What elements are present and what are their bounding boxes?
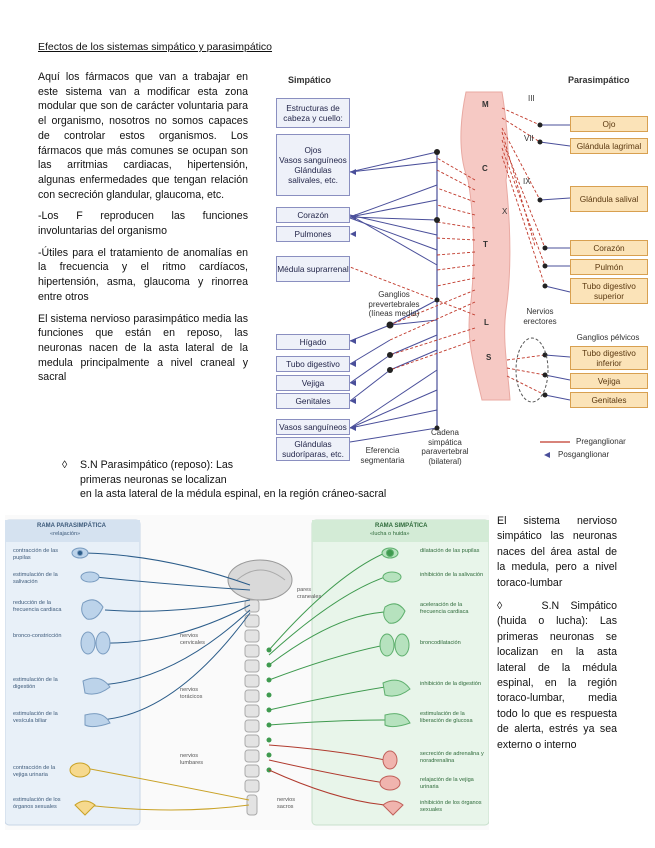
right-label-8: inhibición de los órganos sexuales: [420, 800, 482, 813]
right-label-3: broncodilatación: [420, 640, 461, 646]
right-paragraph-1: El sistema nervioso simpático las neuron…: [497, 515, 617, 589]
point-2: -Útiles para el tratamiento de anomalías…: [38, 246, 248, 303]
legend-postganglionic: Posganglionar: [558, 450, 610, 459]
right-bullet-diamond: ◊: [497, 600, 503, 613]
header-sympathetic: Simpático: [288, 75, 332, 85]
right-text-column: El sistema nervioso simpático las neuron…: [497, 514, 617, 753]
right-bullet-body: (huida o lucha): Las primeras neuronas s…: [497, 615, 617, 751]
right-bullet-head: S.N Simpático: [541, 600, 617, 613]
symp-box-genitals: Genitales: [276, 393, 350, 409]
symp-box-adrenal: Médula suprarrenal: [276, 256, 350, 282]
cord-letter-s: S: [486, 353, 492, 362]
label-prevertebral-ganglia: Ganglios prevertebrales (líneas media): [368, 290, 420, 318]
left-label-1: estimulación de la salivación: [13, 572, 58, 585]
right-label-0: dilatación de las pupilas: [420, 548, 480, 554]
panel-right-sub: «lucha o huida»: [370, 531, 410, 537]
para-box-lower-digestive: Tubo digestivo inferior: [570, 346, 648, 370]
panel-right-title: RAMA SIMPÁTICA: [375, 523, 428, 529]
panel-left-sub: «relajación»: [50, 531, 81, 537]
cord-letter-m: M: [482, 100, 489, 109]
symp-box-liver: Hígado: [276, 334, 350, 350]
right-paragraph-2: ◊ S.N Simpático (huida o lucha): Las pri…: [497, 599, 617, 753]
body-diagram-art: [5, 519, 489, 826]
bullet-parasympathetic-line2: en la asta lateral de la médula espinal,…: [80, 488, 387, 500]
center-label-lumbar: nervios lumbares: [180, 753, 204, 766]
para-box-eye: Ojo: [570, 116, 648, 132]
para-box-bladder: Vejiga: [570, 373, 648, 389]
point-1: -Los F reproducen las funciones involunt…: [38, 210, 248, 238]
header-parasympathetic: Parasimpático: [568, 75, 630, 85]
label-segmental-efferent: Eferencia segmentaria: [360, 446, 405, 465]
right-label-2: aceleración de la frecuencia cardiaca: [420, 602, 469, 615]
nerve-vii: VII: [524, 134, 534, 143]
para-box-upper-digestive: Tubo digestivo superior: [570, 278, 648, 304]
para-box-heart: Corazón: [570, 240, 648, 256]
center-label-sacral: nervios sacros: [277, 797, 296, 810]
left-label-3: bronco-constricción: [13, 633, 62, 639]
label-nervi-erigentes: Nervios erectores: [523, 307, 557, 326]
symp-box-sweat-glands: Glándulas sudoríparas, etc.: [276, 437, 350, 461]
parasympathetic-paragraph: El sistema nervioso parasimpático media …: [38, 312, 248, 384]
right-label-1: inhibición de la salivación: [420, 572, 484, 578]
autonomic-diagram-lines: [349, 91, 571, 458]
label-pelvic-ganglia: Ganglios pélvicos: [576, 333, 640, 342]
left-label-0: contracción de las pupilas: [13, 548, 59, 561]
body-diagram: RAMA PARASIMPÁTICA «relajación» RAMA SIM…: [5, 515, 489, 830]
right-label-5: estimulación de la liberación de glucosa: [420, 711, 473, 724]
para-box-genitals: Genitales: [570, 392, 648, 408]
center-label-cervical: nervios cervicales: [180, 633, 205, 646]
bullet-parasympathetic-line1: S.N Parasimpático (reposo): Las primeras…: [80, 459, 234, 486]
center-label-cranial: pares craneales: [297, 587, 322, 600]
nerve-iii: III: [528, 94, 535, 103]
right-label-4: inhibición de la digestión: [420, 681, 481, 687]
legend-preganglionic: Preganglionar: [576, 437, 626, 446]
para-box-lacrimal: Glándula lagrimal: [570, 138, 648, 154]
left-text-column: Aquí los fármacos que van a trabajar en …: [38, 70, 248, 392]
page-title: Efectos de los sistemas simpático y para…: [38, 41, 273, 53]
symp-box-head-neck: Estructuras de cabeza y cuello:: [276, 98, 350, 128]
symp-box-eyes-vessels: Ojos Vasos sanguíneos Glándulas salivale…: [276, 134, 350, 196]
left-label-5: estimulación de la vesícula biliar: [13, 711, 58, 724]
center-label-thoracic: nervios torácicos: [180, 687, 203, 700]
panel-left-title: RAMA PARASIMPÁTICA: [37, 523, 106, 529]
autonomic-diagram: Simpático Parasimpático Estructuras de c…: [270, 70, 655, 490]
left-label-6: contracción de la vejiga urinaria: [13, 765, 56, 778]
left-label-7: estimulación de los órganos sexuales: [13, 797, 61, 810]
intro-paragraph: Aquí los fármacos que van a trabajar en …: [38, 71, 248, 201]
cord-letter-t: T: [483, 240, 488, 249]
para-box-salivary: Glándula salival: [570, 186, 648, 212]
label-sympathetic-chain: Cadena simpática paravertebral (bilatera…: [421, 428, 469, 466]
right-label-7: relajación de la vejiga urinaria: [420, 777, 474, 790]
cord-letter-l: L: [484, 318, 489, 327]
symp-box-digestive: Tubo digestivo: [276, 356, 350, 372]
nerve-ix: IX: [523, 177, 531, 186]
left-label-2: reducción de la frecuencia cardiaca: [13, 600, 62, 613]
symp-box-lungs: Pulmones: [276, 226, 350, 242]
symp-box-heart: Corazón: [276, 207, 350, 223]
cord-letter-c: C: [482, 164, 488, 173]
nerve-x: X: [502, 207, 508, 216]
symp-box-bladder: Vejiga: [276, 375, 350, 391]
left-label-4: estimulación de la digestión: [13, 677, 58, 690]
symp-box-vessels: Vasos sanguíneos: [276, 419, 350, 435]
bullet-diamond: ◊: [62, 459, 68, 471]
right-label-6: secreción de adrenalina y noradrenalina: [420, 751, 484, 764]
para-box-lung: Pulmón: [570, 259, 648, 275]
